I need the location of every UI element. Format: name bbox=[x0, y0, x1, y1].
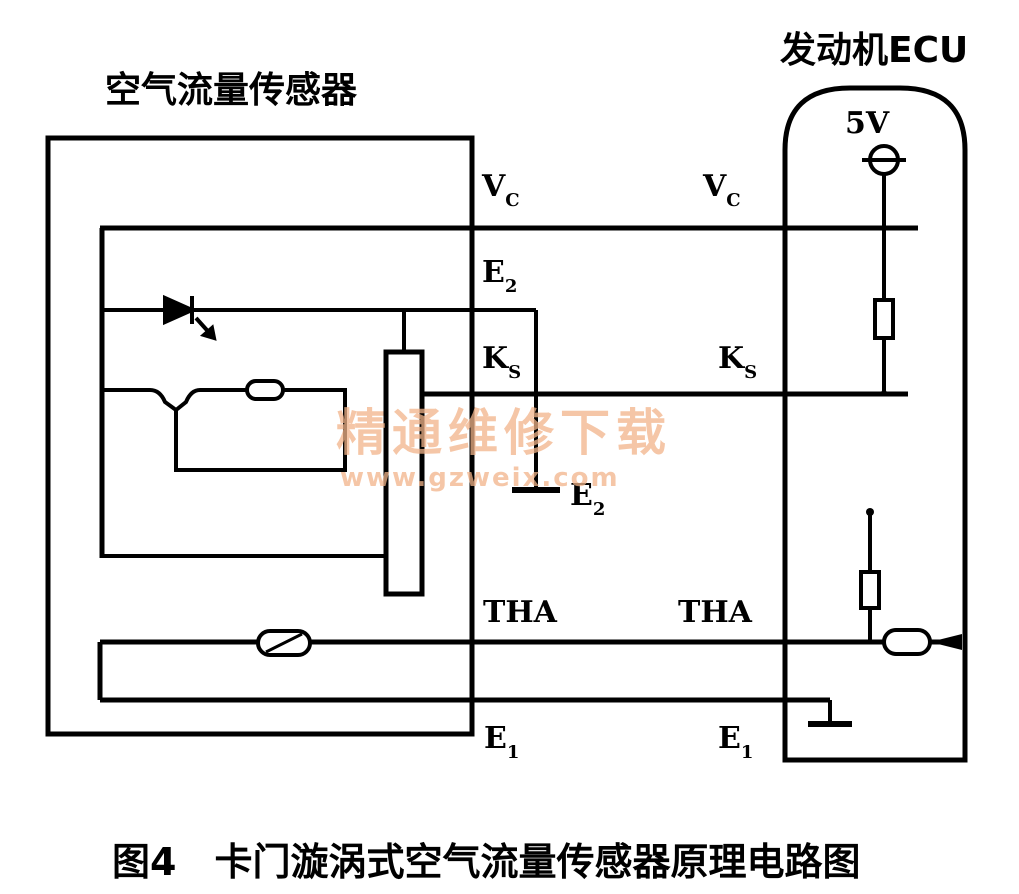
led-icon bbox=[163, 294, 217, 341]
watermark-text: 精通维修下载 bbox=[336, 404, 672, 462]
ecu-tha-arrow-icon bbox=[930, 634, 962, 650]
ks-junction bbox=[881, 390, 887, 396]
e2-ground-label: E2 bbox=[570, 478, 605, 520]
signal-module bbox=[383, 349, 425, 597]
pullup-resistor bbox=[873, 298, 895, 340]
watermark-url: www.gzweix.com bbox=[340, 463, 620, 493]
tha-left-label: THA bbox=[483, 595, 558, 630]
ecu-tha-element bbox=[882, 628, 932, 656]
tha-pullup-terminal bbox=[866, 508, 874, 516]
e1-left-label: E1 bbox=[484, 721, 519, 763]
ks-left-label: KS bbox=[482, 341, 521, 383]
vc-right-label: VC bbox=[702, 169, 741, 211]
tha-right-label: THA bbox=[678, 595, 753, 630]
ecu-supply-label: 5V bbox=[845, 106, 890, 141]
e2-left-label: E2 bbox=[482, 255, 517, 297]
e1-right-label: E1 bbox=[718, 721, 753, 763]
ks-right-label: KS bbox=[718, 341, 757, 383]
intake-thermistor-mark bbox=[265, 632, 303, 654]
ecu-title: 发动机ECU bbox=[780, 30, 968, 71]
sensor-box bbox=[45, 135, 475, 737]
ecu-box bbox=[782, 85, 968, 763]
sensing-element bbox=[245, 379, 285, 401]
figure-caption: 图4 卡门漩涡式空气流量传感器原理电路图 bbox=[112, 840, 860, 884]
tha-pullup-resistor bbox=[859, 570, 881, 610]
supply-terminal-icon bbox=[862, 144, 906, 176]
sensing-loop-wire bbox=[102, 388, 347, 472]
sensor-title: 空气流量传感器 bbox=[105, 70, 358, 111]
vc-left-label: VC bbox=[481, 169, 520, 211]
